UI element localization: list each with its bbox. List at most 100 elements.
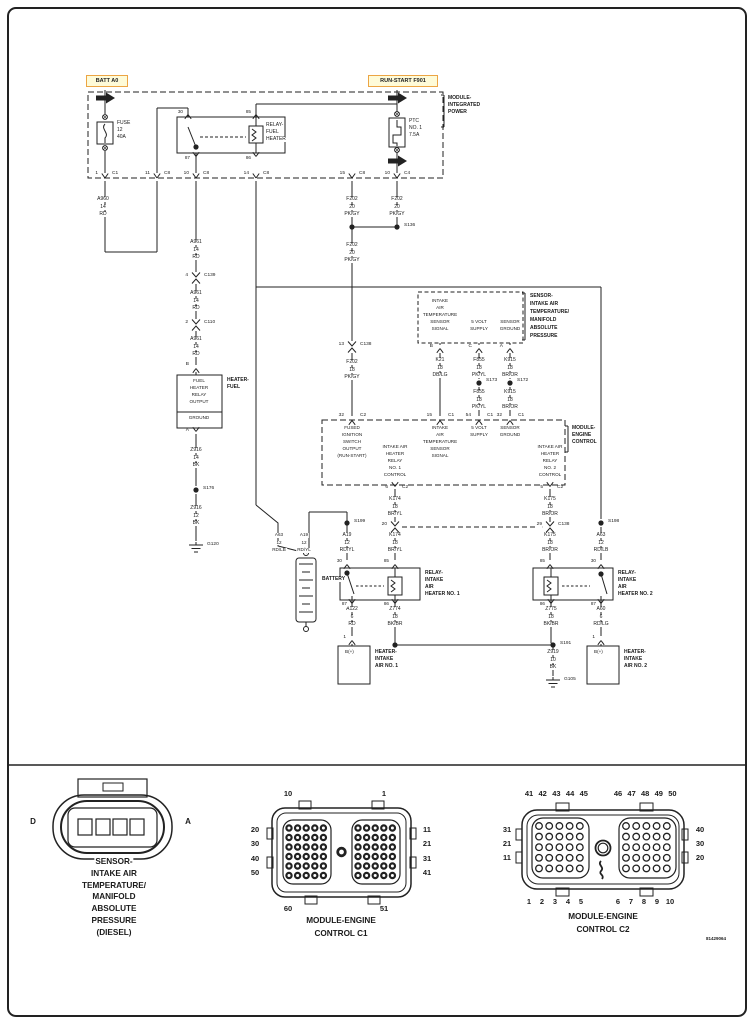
connector-views-c1-bottom-0-label: 60 — [282, 904, 294, 913]
ipm-connectors-2-name-label: C8 — [202, 171, 211, 177]
ecm-relay2-ctl-label: CONTROL — [537, 472, 563, 478]
connector-views-sensor-caption-label: INTAKE AIR — [90, 868, 138, 878]
wires-a961-label: RD — [191, 305, 201, 311]
wires-a960-label: 14 — [99, 203, 107, 210]
wires-f855-label: 18 — [475, 396, 483, 403]
ipm-connectors-2-pin-label: 10 — [182, 171, 190, 177]
connector-views-c2-top-right-label: 48 — [640, 789, 651, 798]
wires-z775-label: BK/BR — [542, 621, 560, 627]
sensor-name-label: ABSOLUTE — [529, 325, 559, 331]
connector-views-c2-bottom-left-label: 1 — [525, 897, 533, 906]
wires-k21-label: K21 — [434, 357, 446, 363]
ecm-pins-iat-signal-conn-label: C1 — [447, 413, 456, 419]
relay2-name-label: INTAKE — [617, 577, 638, 583]
connector-views-c1-bottom-1-label: 51 — [378, 904, 390, 913]
wires-a60-label: RD/LG — [592, 621, 610, 627]
sensor-ground-label: SENSOR — [499, 319, 521, 325]
ipm-name-label: MODULE- — [447, 95, 473, 101]
connector-views-c1-right-label: 41 — [421, 867, 433, 877]
splices-s198-label: S198 — [607, 519, 621, 525]
wires-a961-label: A961 — [189, 239, 203, 245]
relay1-name-label: HEATER NO. 1 — [424, 591, 461, 597]
inline-connectors-c138-13-pin-label: 13 — [337, 342, 345, 348]
connector-views-c2-caption-label: CONTROL C2 — [575, 925, 631, 935]
grounds-g120-label: G120 — [206, 542, 220, 548]
ipm-name-label: INTEGRATED — [447, 102, 482, 108]
splices-s191-label: S191 — [559, 641, 573, 647]
ipm-connectors-0-name-label: C1 — [111, 171, 120, 177]
wires-f202-20-label: F202 — [345, 196, 359, 202]
sensor-pins-ground-label: A — [498, 344, 504, 350]
ipm-ptc-label: PTC — [408, 118, 420, 124]
wires-a19-label: RD/YL — [338, 547, 356, 553]
heater2-pin-label: 1 — [591, 635, 596, 641]
sensor-signal-label: SIGNAL — [430, 326, 450, 332]
ipm-connectors-4-name-label: C8 — [358, 171, 367, 177]
wires-a19-label: 12 — [300, 539, 308, 546]
wires-k175-label: 18 — [546, 503, 554, 510]
connector-views-sensor-caption-label: (DIESEL) — [95, 927, 133, 937]
sensor-name-label: SENSOR- — [529, 293, 554, 299]
sensor-ground-label: GROUND — [498, 326, 522, 332]
wires-z916-14-label: BK — [191, 462, 201, 468]
wires-z774-label: BK/BR — [386, 621, 404, 627]
ecm-relay1-ctl-label: CONTROL — [382, 472, 408, 478]
ipm-connectors-0-pin-label: 1 — [94, 171, 99, 177]
connector-views-sensor-caption-label: SENSOR- — [94, 857, 134, 867]
connector-views-c2-bottom-left-label: 4 — [564, 897, 572, 906]
wires-a961-label: A961 — [189, 290, 203, 296]
wires-z775-label: 18 — [547, 613, 555, 620]
connector-views-sensor-right-pin-label: A — [184, 817, 192, 826]
wires-a961-label: RD — [191, 254, 201, 260]
ecm-relay1-ctl-label: INTAKE AIR — [381, 444, 409, 450]
wires-k175-label: BR/OR — [541, 547, 559, 553]
relay2-pins-p85-label: 85 — [538, 558, 546, 564]
connector-views-c2-bottom-right-label: 8 — [640, 897, 648, 906]
connector-views-c2-right-label: 30 — [694, 839, 706, 848]
connector-views-c1-left-label: 40 — [249, 853, 261, 863]
relay2-name-label: AIR — [617, 584, 628, 590]
wires-k915-label: 18 — [506, 364, 514, 371]
fuel-heater-pin-bottom-label: A — [184, 428, 190, 434]
wires-k174-label: 18 — [391, 539, 399, 546]
ipm-ptc-label: 7.5A — [408, 132, 421, 138]
connector-views-c1-right-label: 31 — [421, 853, 433, 863]
connector-views-c2-top-left-label: 43 — [551, 789, 562, 798]
wires-k175-label: K175 — [543, 532, 557, 538]
ecm-pins-fused-ign-conn-label: C2 — [359, 413, 368, 419]
ipm-connectors-1-pin-label: 11 — [144, 171, 151, 177]
ecm-relay1-ctl-label: RELAY — [386, 458, 404, 464]
relay1-pins-p85-label: 85 — [382, 558, 390, 564]
splices-s199-label: S199 — [353, 519, 367, 525]
wires-z916-14-label: Z916 — [189, 447, 203, 453]
connector-views-c1-left-label: 20 — [249, 825, 261, 834]
connector-views-c2-bottom-right-label: 9 — [653, 897, 661, 906]
wires-k915-label: BR/OR — [501, 404, 519, 410]
wires-a122-label: A122 — [345, 606, 359, 612]
ipm-relay-name-label: RELAY- — [265, 122, 285, 128]
ipm-relay-pins-p85-label: 85 — [244, 109, 252, 115]
wires-f202-20-label: F202 — [390, 196, 404, 202]
inline-connectors-c139-pin-label: 4 — [184, 273, 189, 279]
ipm-fuse-label: 12 — [116, 127, 124, 133]
ecm-pins-relay1-ctl-conn-label: C2 — [401, 485, 410, 491]
wires-a122-label: RD — [347, 621, 357, 627]
ecm-name-label: ENGINE — [571, 432, 593, 438]
ipm-fuse-label: 40A — [116, 134, 127, 140]
connector-views-c2-top-left-label: 44 — [564, 789, 576, 798]
sensor-supply-label: 5 VOLT — [470, 319, 488, 325]
wires-f855-label: F855 — [472, 357, 486, 363]
ipm-connectors-5-pin-label: 10 — [383, 171, 391, 177]
relay1-pins-p86-label: 86 — [382, 601, 390, 607]
ecm-ground-label: GROUND — [498, 432, 522, 438]
ecm-fused-ign-label: IGNITION — [340, 432, 364, 438]
ipm-name-label: POWER — [447, 109, 468, 115]
connector-views-sensor-caption-label: TEMPERATURE/ — [81, 880, 147, 890]
power-source-tag-batt: BATT A0 — [86, 75, 128, 87]
splices-s136-label: S136 — [403, 223, 417, 229]
sensor-pins-signal-label: B — [428, 344, 434, 350]
wires-a19-label: A19 — [298, 532, 310, 538]
grounds-g105-label: G105 — [563, 677, 577, 683]
connector-views-c2-bottom-right-label: 7 — [627, 897, 635, 906]
connector-views-sensor-caption-label: PRESSURE — [90, 916, 138, 926]
